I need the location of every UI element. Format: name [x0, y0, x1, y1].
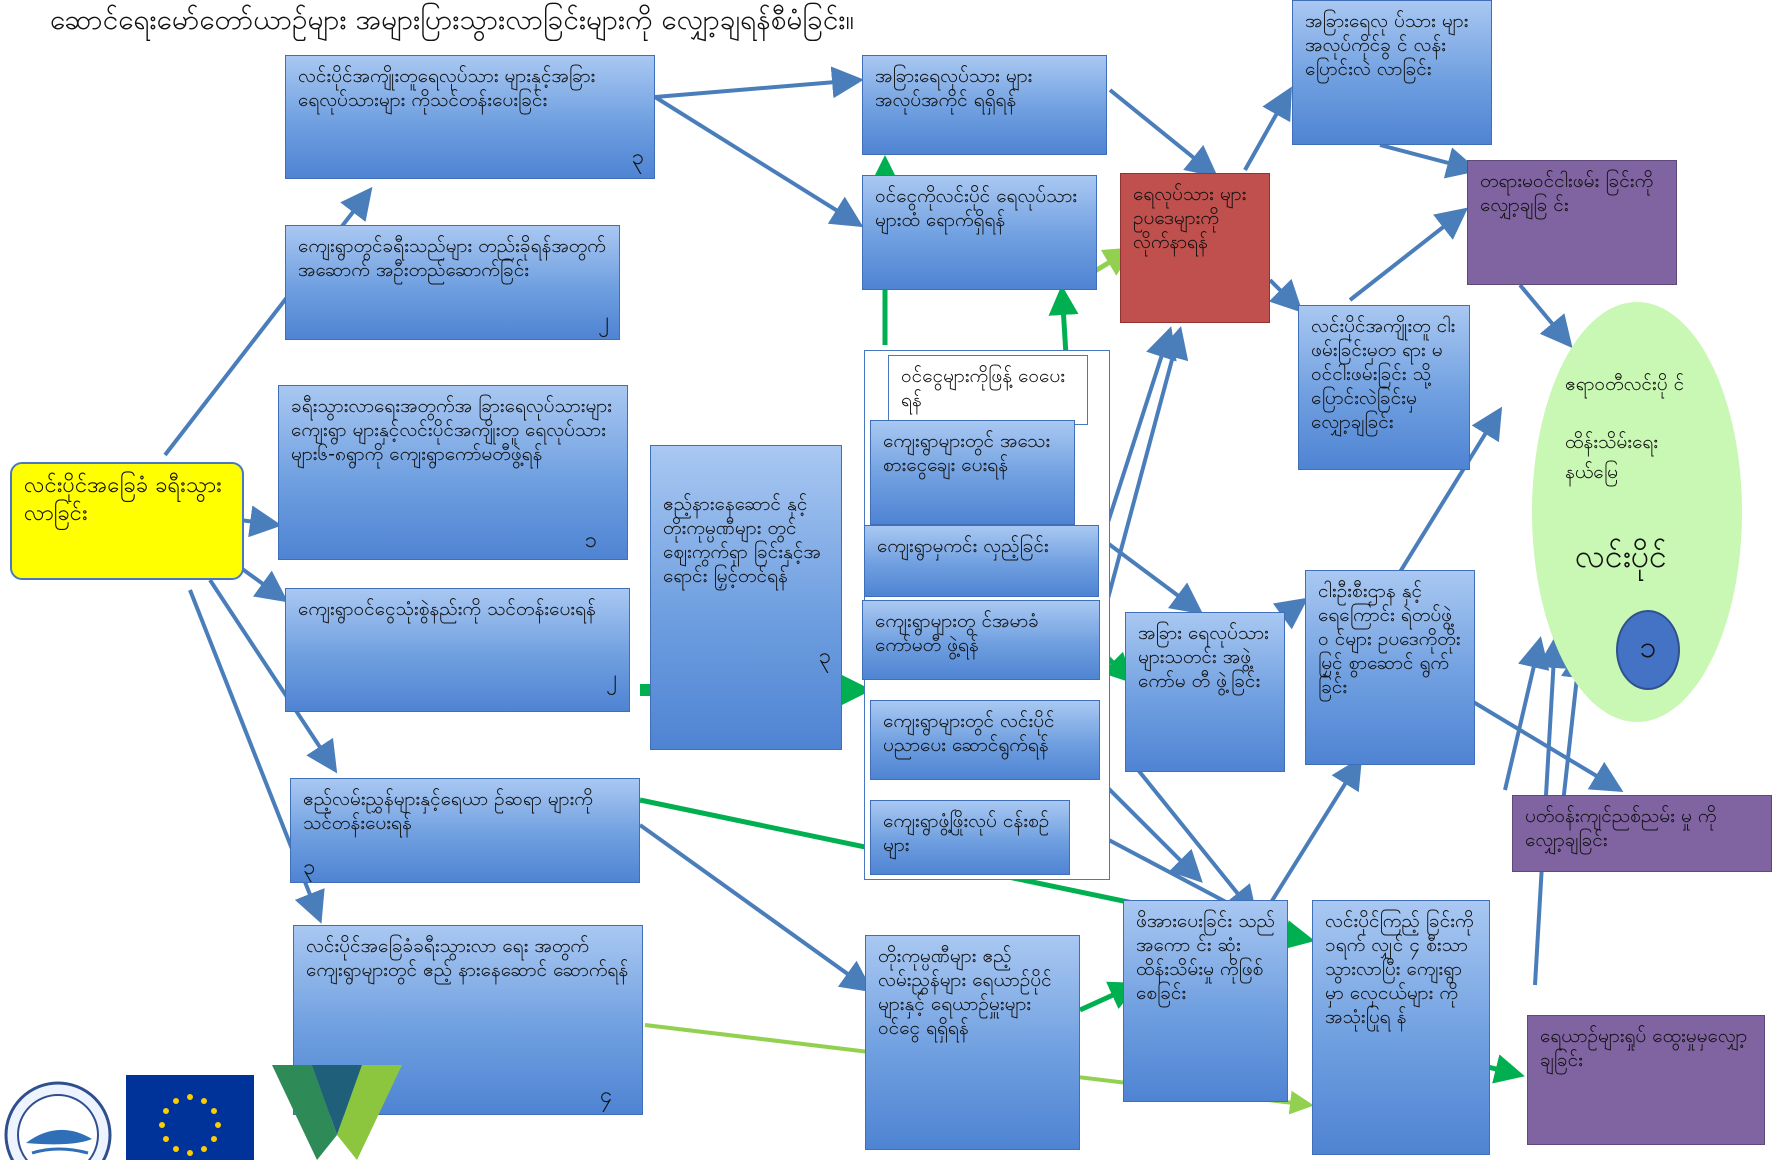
col4-text: အခြား ရေလုပ်သား များသတင်း အဖွဲ့ကော်မ တီ … [1138, 622, 1269, 692]
arrow-red-to-col5-mid [1268, 278, 1303, 313]
col3-text: ဝင်ငွေများကိုဖြန့် ဝေပေးရန် [901, 365, 1066, 411]
arrow-purple-to-goal [1518, 283, 1573, 349]
w-logo-icon [272, 1065, 402, 1160]
col1-text: ခရီးသွားလာရေးအတွက်အ ခြားရေလုပ်သားများကျေ… [291, 395, 613, 465]
purple-text: တရားမဝင်ငါးဖမ်း ခြင်းကိုလျှော့ချခြ င်း [1480, 170, 1654, 216]
purple-box-boat-congestion: ရေယာဉ်များရှုပ် ထွေးမှုမှလျှော့ ချခြင်း [1527, 1015, 1765, 1145]
col1-number: ၂ [598, 308, 609, 333]
col3-text: ဝင်ငွေကိုလင်းပိုင် ရေလုပ်သားများထံ ရောက်… [875, 185, 1078, 231]
arrow-enforce-to-mid [1393, 406, 1503, 582]
col1-number: ၃ [303, 855, 316, 880]
arrow-training-to-jobs [654, 66, 864, 99]
eu-flag-icon [126, 1075, 254, 1160]
center-box-marketing: ဧည့်နားနေဆောင် နှင့် တိုးကုမ္ပဏီများ တွင… [650, 445, 842, 750]
goal-circle-badge: ၁ [1616, 610, 1680, 690]
col5-text: လင်းပိုင်အကျိုးတူ ငါးဖမ်းခြင်းမှတ ရား မဝ… [1311, 315, 1456, 433]
col5-box-enforcement: ငါးဦးစီးဌာန နှင့် ရေကြောင်း ရဲတပ်ဖွဲ့ဝ င… [1305, 570, 1475, 765]
center-number: ၃ [818, 644, 831, 669]
col5-text: ငါးဦးစီးဌာန နှင့် ရေကြောင်း ရဲတပ်ဖွဲ့ဝ င… [1318, 580, 1461, 698]
col3-box-core-committee: ကျေးရွာများတွ င်အမာခံကော်မတီ ဖွဲ့ရန် [862, 600, 1100, 680]
col3-text: ကျေးရွာများတွင် အသေးစားငွေချေး ပေးရန် [883, 430, 1051, 476]
col1-box-training: လင်းပိုင်အကျိုးတူရေလုပ်သား များနှင့်အခြာ… [285, 55, 655, 179]
goal-line-3: နယ်မြေ [1565, 461, 1619, 483]
center-text: ဧည့်နားနေဆောင် နှင့် တိုးကုမ္ပဏီများ တွင… [663, 493, 821, 587]
col3-text: ကျေးရွာဖွံ့ဖြိုးလုပ် ငန်းစဉ်များ [883, 810, 1050, 856]
goal-line-1: ဧရာဝတီလင်းပို င် [1565, 373, 1685, 395]
col5-box-boat-limit: လင်းပိုင်ကြည့် ခြင်းကို ၁ရက် လျှင် ၄ စီး… [1312, 900, 1490, 1155]
red-text: ရေလုပ်သား များ ဥပဒေများကို လိုက်နာရန် [1133, 183, 1247, 253]
col4-box-news-committee: အခြား ရေလုပ်သား များသတင်း အဖွဲ့ကော်မ တီ … [1125, 612, 1285, 772]
col3-text: ကျေးရွာများတွင် လင်းပိုင် ပညာပေး ဆောင်ရွ… [883, 710, 1055, 756]
col1-box-income-training: ကျေးရွာဝင်ငွေသုံးစွဲနည်းကို သင်တန်းပေးရန… [285, 588, 630, 712]
arrow-col5-enforce-to-purple2 [1468, 698, 1624, 793]
red-box-follow-law: ရေလုပ်သား များ ဥပဒေများကို လိုက်နာရန် [1120, 173, 1270, 323]
arrow-jobs-to-center [1108, 88, 1219, 178]
root-box-dolphin-tourism: လင်းပိုင်အခြေခံ ခရီးသွားလာခြင်း [10, 462, 244, 580]
page-title: ဆောင်ရေးမော်တော်ယာဉ်များ အများပြားသွားလာ… [50, 3, 854, 36]
arrow-center-to-col5-top [1243, 86, 1292, 171]
arrow-col5-mid-to-purple [1348, 207, 1469, 302]
col3-box-microloan: ကျေးရွာများတွင် အသေးစားငွေချေး ပေးရန် [870, 420, 1075, 525]
col3-text: တိုးကုမ္ပဏီများ ဧည့်လမ်းညွှန်များ ရေယာဉ်… [878, 945, 1052, 1039]
arrow-col4-to-col4bottom [1128, 758, 1258, 919]
col3-box-development: ကျေးရွာဖွံ့ဖြိုးလုပ် ငန်းစဉ်များ [870, 800, 1070, 875]
col3-text: ကျေးရွာမှကင်း လှည့်ခြင်း [877, 535, 1049, 557]
arrow-col5-top-to-purple [1379, 143, 1479, 179]
arrow-purple2-to-goal [1503, 636, 1550, 791]
arrow-root-to-guide-training [208, 578, 338, 774]
col5-box-fishing-change: လင်းပိုင်အကျိုးတူ ငါးဖမ်းခြင်းမှတ ရား မဝ… [1298, 305, 1470, 470]
dolphin-seal-icon [4, 1081, 112, 1160]
col3-box-distribute: ဝင်ငွေများကိုဖြန့် ဝေပေးရန် [888, 355, 1088, 425]
col1-text: လင်းပိုင်အခြေခံခရီးသွားလာ ရေး အတွက်ကျေးရ… [306, 935, 629, 981]
purple-box-pollution: ပတ်ဝန်းကျင်ညစ်ညမ်း မှု ကိုလျှော့ချခြင်း [1512, 795, 1772, 872]
purple-text: ပတ်ဝန်းကျင်ညစ်ညမ်း မှု ကိုလျှော့ချခြင်း [1525, 805, 1717, 851]
col1-text: ကျေးရွာတွင်ခရီးသည်များ တည်းခိုရန်အတွက် အ… [298, 235, 606, 281]
goal-line-2: ထိန်းသိမ်းရေး [1565, 431, 1659, 453]
col1-box-guesthouse: ကျေးရွာတွင်ခရီးသည်များ တည်းခိုရန်အတွက် အ… [285, 225, 620, 340]
col3-box-income: ဝင်ငွေကိုလင်းပိုင် ရေလုပ်သားများထံ ရောက်… [862, 175, 1097, 290]
col1-box-guide-training: ဧည့်လမ်းညွှန်များနှင့်ရေယာ ဉ်ဆရာ များကို… [290, 778, 640, 883]
col1-box-committee: ခရီးသွားလာရေးအတွက်အ ခြားရေလုပ်သားများကျေ… [278, 385, 628, 560]
col1-number: ၄ [599, 1083, 612, 1108]
purple-text: ရေယာဉ်များရှုပ် ထွေးမှုမှလျှော့ ချခြင်း [1540, 1025, 1748, 1071]
col1-number: ၃ [631, 145, 644, 170]
col1-text: ဧည့်လမ်းညွှန်များနှင့်ရေယာ ဉ်ဆရာ များကို… [303, 788, 593, 834]
goal-title: လင်းပိုင် [1575, 537, 1667, 575]
col5-box-job-change: အခြားရေလု ပ်သား များအလုပ်ကိုင်ခွ င် လန်း… [1292, 0, 1492, 145]
arrow-root-to-committee [239, 505, 282, 538]
col3-text: ကျေးရွာများတွ င်အမာခံကော်မတီ ဖွဲ့ရန် [875, 610, 1039, 656]
arrow-training-to-income [653, 95, 864, 228]
purple-box-illegal-fishing: တရားမဝင်ငါးဖမ်း ခြင်းကိုလျှော့ချခြ င်း [1467, 160, 1677, 285]
col3-text: အခြားရေလုပ်သား များအလုပ်အကိုင် ရရှိရန် [875, 65, 1033, 111]
col3-box-jobs: အခြားရေလုပ်သား များအလုပ်အကိုင် ရရှိရန် [862, 55, 1107, 155]
col1-number: ၂ [606, 666, 617, 691]
col1-number: ၁ [584, 528, 597, 553]
arrow-guide-to-operators [638, 823, 874, 993]
col5-text: လင်းပိုင်ကြည့် ခြင်းကို ၁ရက် လျှင် ၄ စီး… [1325, 910, 1474, 1028]
col5-text: အခြားရေလု ပ်သား များအလုပ်ကိုင်ခွ င် လန်း… [1305, 10, 1469, 80]
root-text: လင်းပိုင်အခြေခံ ခရီးသွားလာခြင်း [24, 473, 222, 526]
col3-box-education: ကျေးရွာများတွင် လင်းပိုင် ပညာပေး ဆောင်ရွ… [870, 700, 1100, 780]
col1-text: လင်းပိုင်အကျိုးတူရေလုပ်သား များနှင့်အခြာ… [298, 65, 596, 111]
col4-box-pressure: ဖိအားပေးခြင်း သည်အကော င်း ဆုံးထိန်းသိမ်း… [1123, 900, 1288, 1102]
col1-text: ကျေးရွာဝင်ငွေသုံးစွဲနည်းကို သင်တန်းပေးရန… [298, 598, 596, 620]
col4-text: ဖိအားပေးခြင်း သည်အကော င်း ဆုံးထိန်းသိမ်း… [1136, 910, 1275, 1004]
arrow-col4bottom-to-col5-enforce [1258, 756, 1363, 922]
col3-box-patrol: ကျေးရွာမှကင်း လှည့်ခြင်း [864, 525, 1099, 597]
col3-box-operators-income: တိုးကုမ္ပဏီများ ဧည့်လမ်းညွှန်များ ရေယာဉ်… [865, 935, 1080, 1150]
